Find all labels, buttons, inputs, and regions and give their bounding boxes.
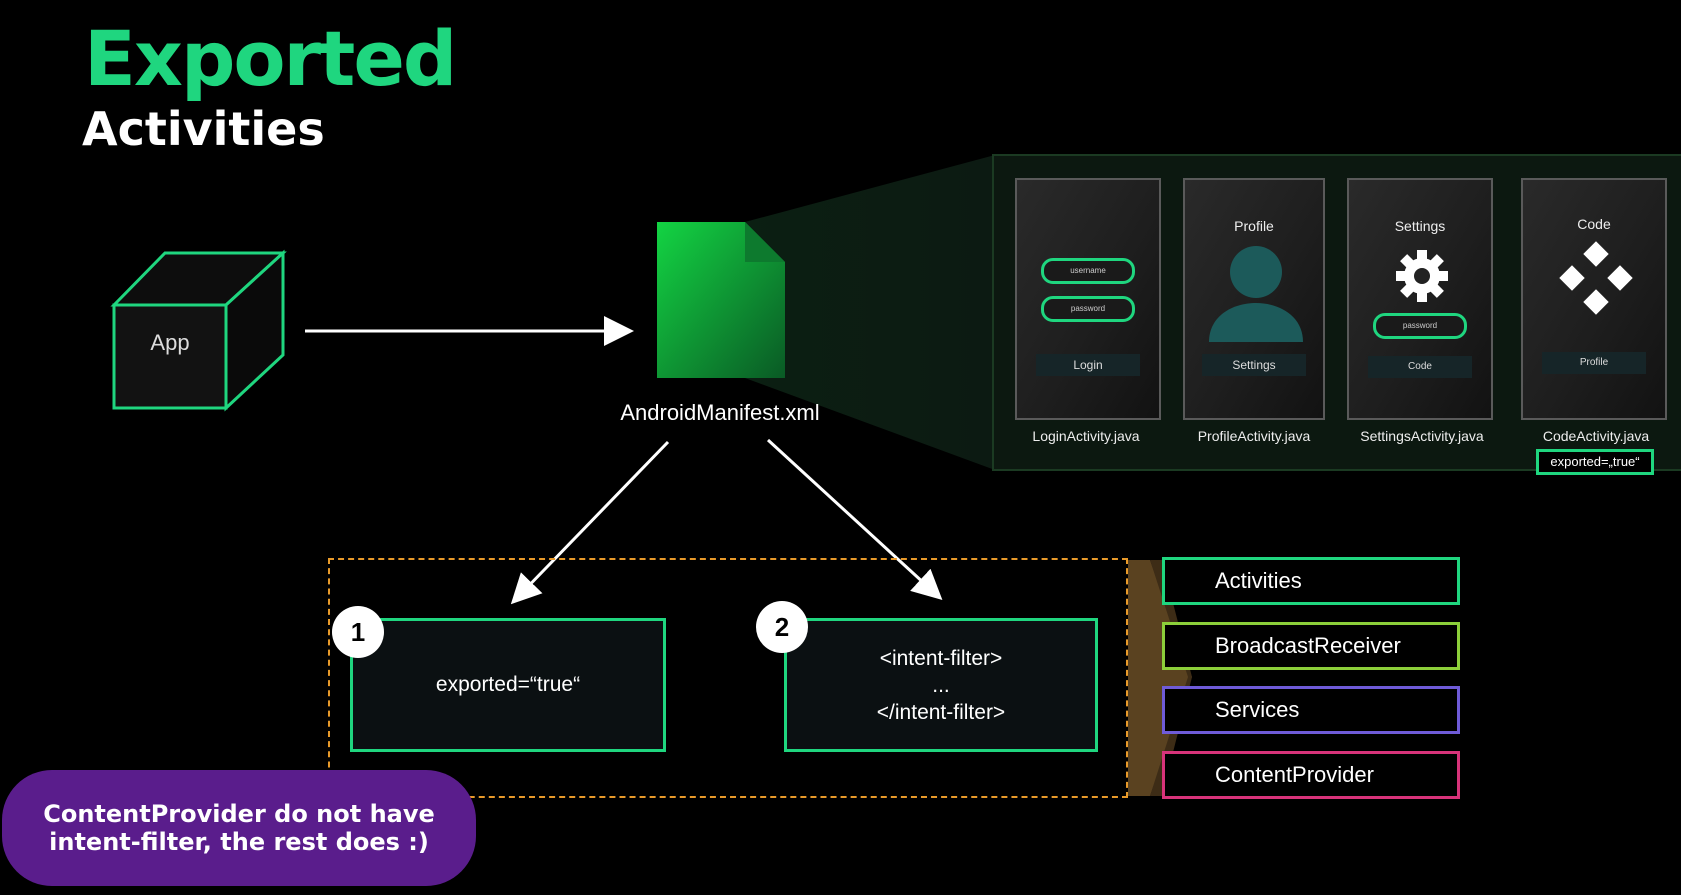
option1-text: exported=“true“ (435, 673, 581, 696)
profile-button: Profile (1542, 352, 1646, 374)
login-button: Login (1036, 354, 1140, 376)
gear-icon (1396, 250, 1448, 302)
settings-activity-screen: Settings password Code (1347, 178, 1493, 420)
code-screen-title: Code (1577, 216, 1611, 232)
note-bubble: ContentProvider do not have intent-filte… (2, 770, 476, 886)
manifest-label: AndroidManifest.xml (620, 400, 820, 425)
exported-badge: exported=„true“ (1536, 449, 1654, 475)
option2-box: <intent-filter> ... </intent-filter> (784, 618, 1098, 752)
component-broadcast-receiver: BroadcastReceiver (1162, 622, 1460, 670)
app-cube-icon (110, 249, 287, 412)
option2-number-badge: 2 (756, 601, 808, 653)
person-icon (1209, 246, 1303, 342)
page-subtitle: Activities (82, 102, 325, 156)
code-diamond-icon (1559, 241, 1633, 315)
option1-box: exported=“true“ (350, 618, 666, 752)
component-content-provider: ContentProvider (1162, 751, 1460, 799)
app-label: App (150, 330, 190, 355)
manifest-file-icon (657, 222, 785, 378)
settings-screen-title: Settings (1394, 218, 1446, 234)
settings-button: Settings (1202, 354, 1306, 376)
option1-number-badge: 1 (332, 606, 384, 658)
page-title: Exported (84, 14, 457, 103)
code-button: Code (1368, 356, 1472, 378)
profile-activity-screen: Profile Settings (1183, 178, 1325, 420)
profile-activity-file: ProfileActivity.java (1197, 428, 1311, 444)
profile-screen-title: Profile (1234, 218, 1274, 234)
intent-filter-close: </intent-filter> (876, 700, 1006, 724)
manifest-to-option2-arrow (766, 438, 943, 601)
projection-beam (745, 155, 995, 470)
note-line-1: ContentProvider do not have (43, 800, 435, 828)
login-activity-screen: username password Login (1015, 178, 1161, 420)
intent-filter-open: <intent-filter> (879, 646, 1003, 670)
username-field: username (1041, 258, 1135, 284)
code-activity-file: CodeActivity.java (1542, 428, 1650, 444)
settings-activity-file: SettingsActivity.java (1360, 428, 1484, 444)
note-line-2: intent-filter, the rest does :) (49, 828, 429, 856)
manifest-to-option1-arrow (510, 440, 670, 605)
password-field: password (1041, 296, 1135, 322)
component-services: Services (1162, 686, 1460, 734)
intent-filter-ellipsis: ... (932, 673, 950, 697)
options-dashed-box (328, 558, 1128, 798)
login-activity-file: LoginActivity.java (1032, 428, 1140, 444)
component-activities: Activities (1162, 557, 1460, 605)
settings-password-field: password (1373, 313, 1467, 339)
code-activity-screen: Code Profile (1521, 178, 1667, 420)
components-pointer (1128, 560, 1192, 796)
